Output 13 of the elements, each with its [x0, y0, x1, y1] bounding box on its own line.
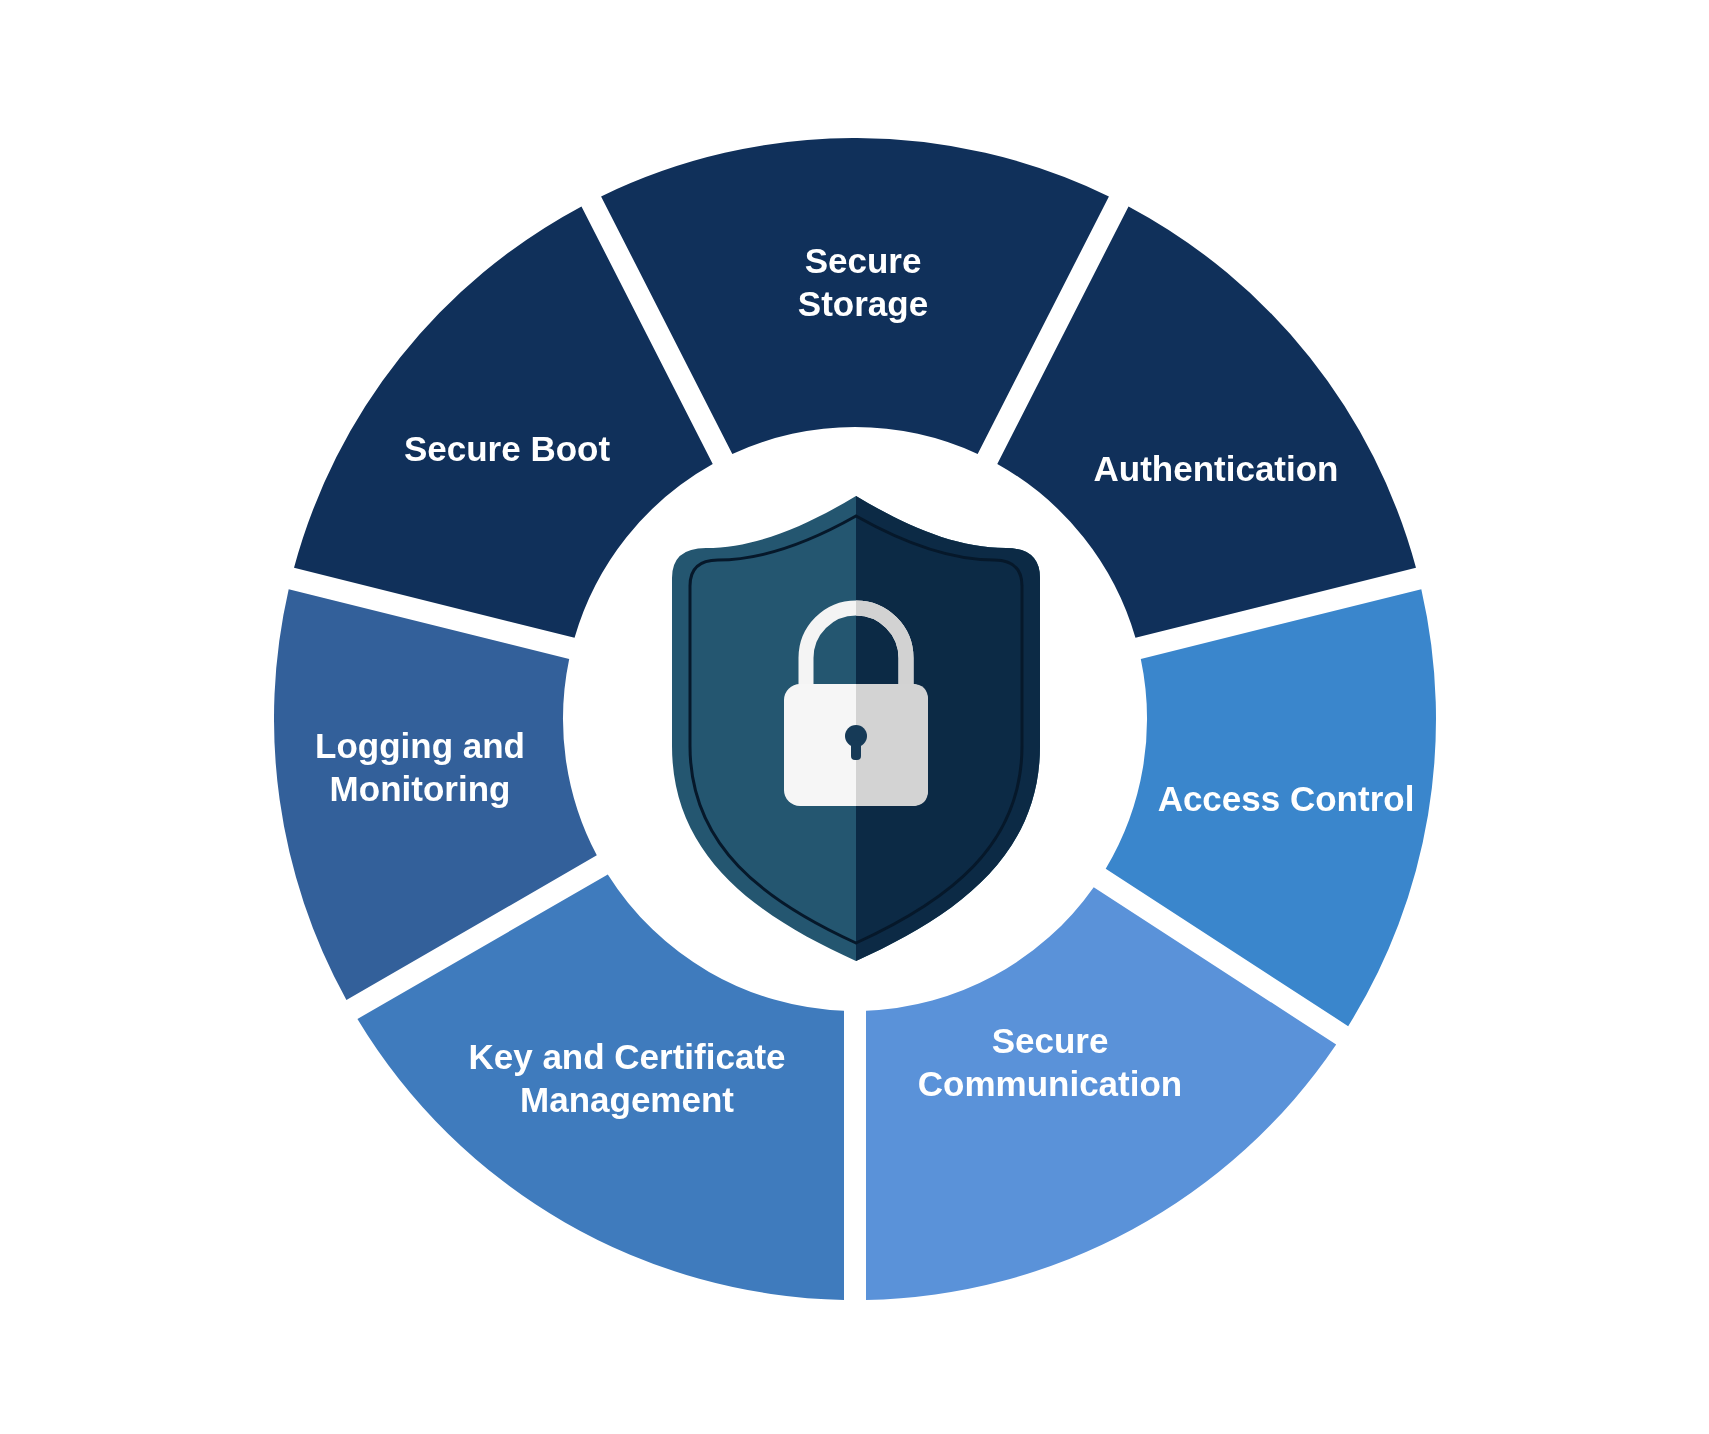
segment-label: Secure Storage [796, 240, 930, 325]
segment-label: Secure Communication [916, 1020, 1184, 1105]
segment-label: Key and Certificate Management [467, 1036, 787, 1121]
segment-label: Secure Boot [402, 427, 612, 470]
ring-segment [997, 206, 1416, 638]
segment-label: Authentication [1092, 447, 1340, 490]
ring-segment [1105, 589, 1436, 1027]
ring-segment [294, 206, 713, 638]
ring-segment [866, 887, 1337, 1300]
ring-segment [357, 874, 845, 1300]
ring-segment [274, 589, 597, 1000]
segment-label: Logging and Monitoring [314, 725, 526, 810]
segment-label: Access Control [1156, 777, 1416, 820]
